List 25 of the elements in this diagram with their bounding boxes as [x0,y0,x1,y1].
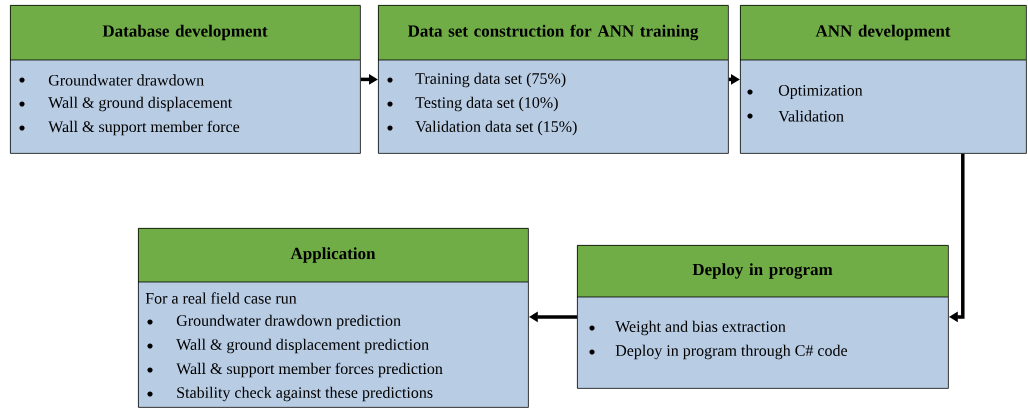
list-item: Stability check against these predictions [147,386,433,402]
list-item: Optimization [747,85,863,99]
list-item: Weight and bias extraction [589,320,786,336]
box-heading: Application [290,247,376,263]
list-item: Wall & ground displacement prediction [147,338,429,354]
list-item: Validation [747,110,844,122]
list-item: Groundwater drawdown prediction [147,314,401,330]
list-item: Testing data set (10%) [387,96,558,112]
process-box [377,5,729,154]
process-box [576,245,949,389]
box-heading: ANN development [815,24,951,41]
box-heading: Database development [102,24,268,41]
list-item: Groundwater drawdown [19,74,204,86]
process-box [137,228,529,408]
list-item: Wall & support member forces prediction [147,362,443,378]
list-item: Validation data set (15%) [387,120,577,136]
list-item: Deploy in program through C# code [589,344,848,360]
box-heading: Data set construction for ANN training [407,24,699,41]
process-box [739,5,1027,154]
box-text: For a real field case run [145,292,297,304]
list-item: Wall & support member force [19,120,240,136]
list-item: Wall & ground displacement [19,96,233,112]
list-item: Training data set (75%) [387,72,566,88]
process-box [9,5,361,154]
box-heading: Deploy in program [692,263,833,279]
